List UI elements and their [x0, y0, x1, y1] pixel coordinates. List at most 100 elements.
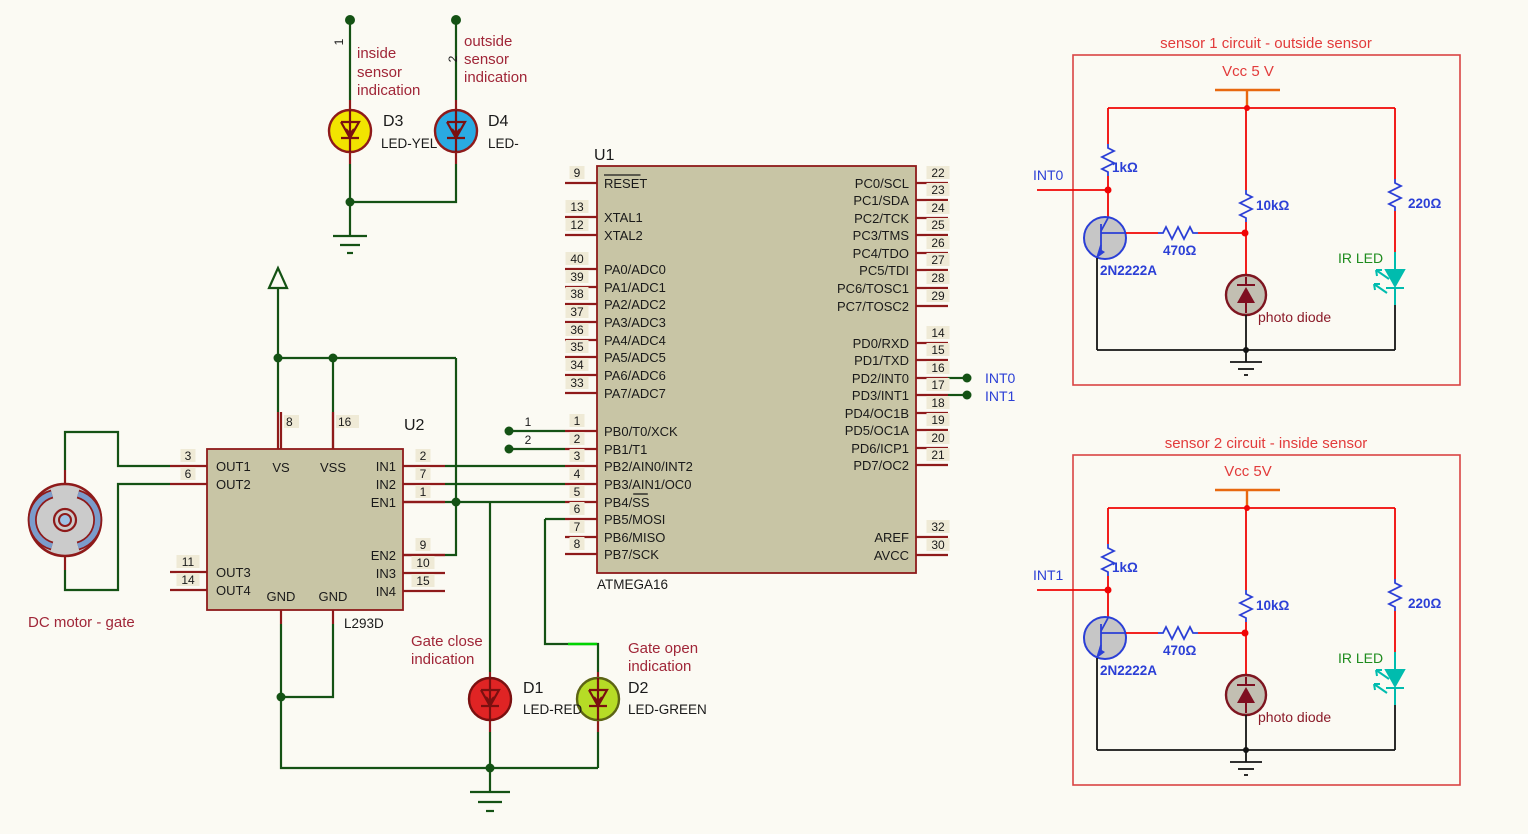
ir-led-label: IR LED	[1338, 650, 1383, 666]
vcc-terminal[interactable]	[1215, 488, 1280, 507]
svg-text:PA4/ADC4: PA4/ADC4	[604, 333, 666, 348]
resistor-470-label: 470Ω	[1163, 643, 1197, 658]
resistor-10k[interactable]	[1237, 190, 1255, 222]
resistor-470[interactable]	[1158, 624, 1198, 642]
svg-text:PC3/TMS: PC3/TMS	[853, 228, 910, 243]
svg-text:15: 15	[931, 343, 945, 357]
svg-text:32: 32	[931, 520, 945, 534]
led-d3[interactable]	[327, 108, 373, 154]
svg-text:2: 2	[420, 449, 427, 463]
transistor-label: 2N2222A	[1100, 663, 1157, 678]
svg-text:Gate close: Gate close	[411, 633, 483, 650]
led-d2[interactable]	[575, 676, 621, 722]
resistor-220[interactable]	[1386, 579, 1404, 611]
ir-led[interactable]	[1373, 652, 1406, 705]
svg-text:EN1: EN1	[371, 495, 396, 510]
svg-text:indication: indication	[628, 658, 691, 675]
transistor-label: 2N2222A	[1100, 263, 1157, 278]
pin-VS[interactable]: 8VS	[272, 412, 299, 475]
resistor-10k-label: 10kΩ	[1256, 598, 1290, 613]
resistor-10k[interactable]	[1237, 590, 1255, 622]
svg-text:35: 35	[570, 340, 584, 354]
svg-text:5: 5	[574, 485, 581, 499]
svg-text:PC4/TDO: PC4/TDO	[853, 246, 909, 261]
svg-text:PC5/TDI: PC5/TDI	[859, 263, 909, 278]
svg-text:PB3/AIN1/OC0: PB3/AIN1/OC0	[604, 477, 691, 492]
net-label-2b: 2	[525, 433, 532, 447]
dc-motor[interactable]	[27, 482, 103, 558]
resistor-1k[interactable]	[1099, 544, 1117, 576]
photo-diode[interactable]	[1224, 673, 1268, 717]
ir-led[interactable]	[1373, 252, 1406, 305]
resistor-1k[interactable]	[1099, 144, 1117, 176]
transistor-2n2222a[interactable]	[1083, 216, 1127, 260]
svg-text:PB5/MOSI: PB5/MOSI	[604, 512, 665, 527]
svg-text:8: 8	[286, 415, 293, 429]
svg-text:38: 38	[570, 287, 584, 301]
resistor-470[interactable]	[1158, 224, 1198, 242]
svg-text:9: 9	[420, 538, 427, 552]
sensor2-circuit: sensor 2 circuit - inside sensor Vcc 5V …	[1033, 435, 1461, 786]
transistor-2n2222a[interactable]	[1083, 616, 1127, 660]
net-label-int1: INT1	[985, 388, 1016, 404]
led-d1[interactable]	[467, 676, 513, 722]
svg-text:4: 4	[574, 467, 581, 481]
photo-diode[interactable]	[1224, 273, 1268, 317]
resistor-220[interactable]	[1386, 179, 1404, 211]
svg-text:24: 24	[931, 201, 945, 215]
svg-text:PC2/TCK: PC2/TCK	[854, 211, 909, 226]
u1-chip[interactable]: U1 ATMEGA16 9RESET13XTAL112XTAL240PA0/AD…	[565, 147, 950, 592]
vcc-terminal[interactable]	[1215, 88, 1280, 107]
ground-symbol	[470, 790, 510, 813]
svg-text:27: 27	[931, 253, 945, 267]
led-d4[interactable]	[433, 108, 479, 154]
pin-gnd: GND	[267, 589, 296, 604]
power-terminal[interactable]	[267, 265, 289, 290]
